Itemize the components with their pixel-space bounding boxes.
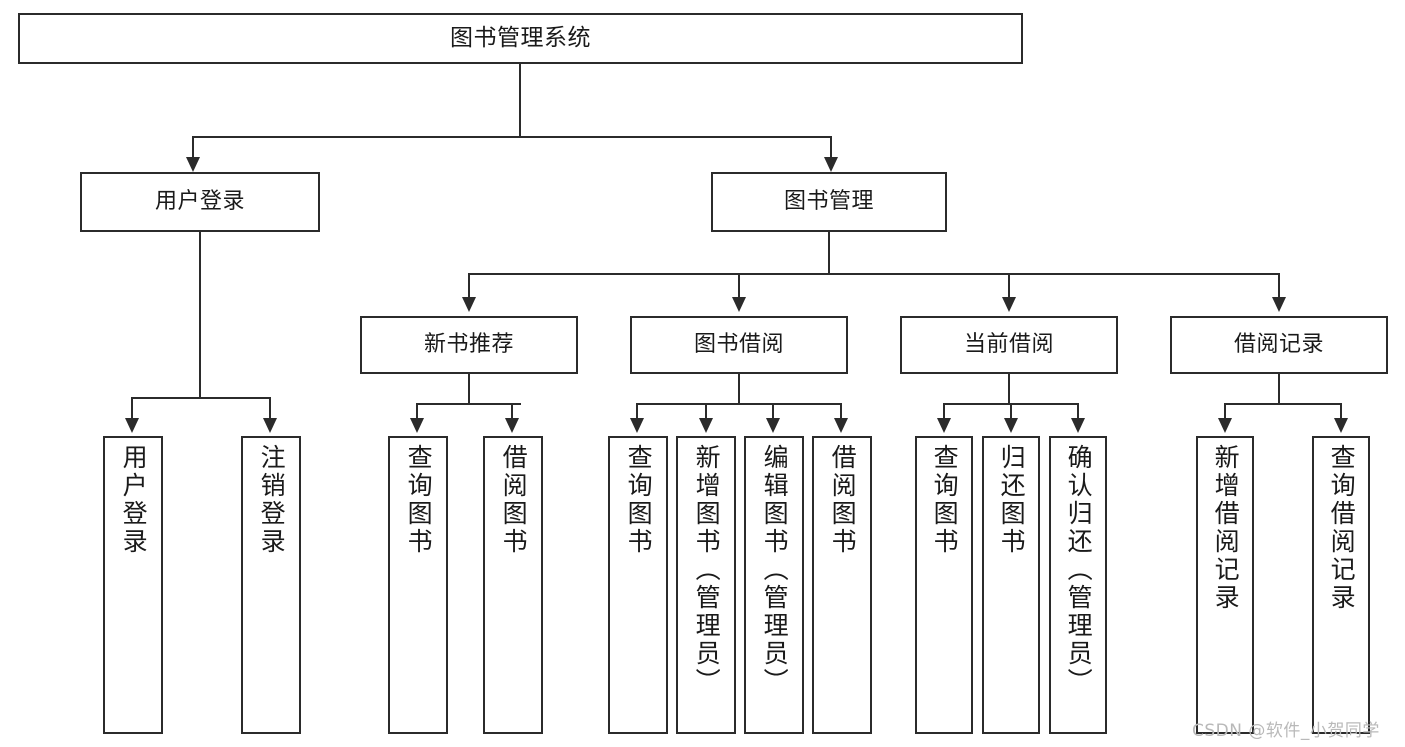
- connector-book-management-bar: [468, 273, 1280, 275]
- connector-root-to-user-login: [192, 136, 194, 162]
- arrowhead-borrow-record: [1272, 297, 1286, 312]
- node-borrow-record[interactable]: 借阅记录: [1170, 316, 1388, 374]
- connector-book-borrow-stem: [738, 374, 740, 404]
- node-new-book-recommend[interactable]: 新书推荐: [360, 316, 578, 374]
- connector-user-login-drop-2: [269, 397, 271, 420]
- connector-root-bar: [192, 136, 832, 138]
- node-label: 借阅记录: [1233, 332, 1324, 358]
- arrowhead-br-leaf-2: [1334, 418, 1348, 433]
- node-label: 确认归还（管理员）: [1064, 444, 1094, 696]
- connector-user-login-drop-1: [131, 397, 133, 420]
- leaf-book-borrow-borrow-book[interactable]: 借阅图书: [812, 436, 872, 734]
- leaf-user-login[interactable]: 用户登录: [103, 436, 163, 734]
- node-label: 查询图书: [404, 444, 434, 556]
- arrowhead-nb-leaf-1: [410, 418, 424, 433]
- connector-user-login-stem: [199, 232, 201, 398]
- arrowhead-leaf-user-login: [125, 418, 139, 433]
- node-current-borrow[interactable]: 当前借阅: [900, 316, 1118, 374]
- node-label: 新增图书（管理员）: [692, 444, 722, 696]
- leaf-current-borrow-confirm-return-admin[interactable]: 确认归还（管理员）: [1049, 436, 1107, 734]
- node-label: 图书管理系统: [450, 24, 591, 51]
- leaf-new-book-query-book[interactable]: 查询图书: [388, 436, 448, 734]
- node-label: 图书管理: [783, 189, 874, 215]
- node-book-borrow[interactable]: 图书借阅: [630, 316, 848, 374]
- connector-bb-drop-3: [772, 403, 774, 420]
- connector-borrow-record-bar: [1224, 403, 1342, 405]
- arrowhead-user-login: [186, 157, 200, 172]
- arrowhead-cb-leaf-1: [937, 418, 951, 433]
- node-label: 新书推荐: [423, 332, 514, 358]
- arrowhead-new-book: [462, 297, 476, 312]
- node-label: 借阅图书: [499, 444, 529, 556]
- connector-bm-drop-new-book: [468, 273, 470, 299]
- connector-cb-drop-1: [943, 403, 945, 420]
- connector-root-stem: [519, 64, 521, 137]
- arrowhead-cb-leaf-2: [1004, 418, 1018, 433]
- connector-bm-drop-borrow-record: [1278, 273, 1280, 299]
- arrowhead-leaf-logout: [263, 418, 277, 433]
- leaf-book-borrow-edit-book-admin[interactable]: 编辑图书（管理员）: [744, 436, 804, 734]
- connector-new-book-bar: [416, 403, 521, 405]
- node-label: 注销登录: [257, 444, 287, 556]
- node-label: 用户登录: [119, 444, 149, 556]
- connector-cb-drop-3: [1077, 403, 1079, 420]
- node-label: 当前借阅: [963, 332, 1054, 358]
- connector-book-borrow-bar: [636, 403, 842, 405]
- leaf-current-borrow-query-book[interactable]: 查询图书: [915, 436, 973, 734]
- connector-borrow-record-stem: [1278, 374, 1280, 404]
- arrowhead-bb-leaf-3: [766, 418, 780, 433]
- node-label: 新增借阅记录: [1211, 444, 1241, 612]
- arrowhead-br-leaf-1: [1218, 418, 1232, 433]
- node-label: 查询图书: [624, 444, 654, 556]
- node-root-book-management-system[interactable]: 图书管理系统: [18, 13, 1023, 64]
- leaf-book-borrow-add-book-admin[interactable]: 新增图书（管理员）: [676, 436, 736, 734]
- arrowhead-book-management: [824, 157, 838, 172]
- connector-br-drop-1: [1224, 403, 1226, 420]
- node-label: 图书借阅: [693, 332, 784, 358]
- arrowhead-book-borrow: [732, 297, 746, 312]
- node-label: 归还图书: [997, 444, 1027, 556]
- connector-bm-drop-book-borrow: [738, 273, 740, 299]
- connector-bb-drop-1: [636, 403, 638, 420]
- connector-br-drop-2: [1340, 403, 1342, 420]
- node-user-login[interactable]: 用户登录: [80, 172, 320, 232]
- leaf-borrow-record-query-record[interactable]: 查询借阅记录: [1312, 436, 1370, 734]
- node-book-management[interactable]: 图书管理: [711, 172, 947, 232]
- node-label: 编辑图书（管理员）: [760, 444, 790, 696]
- leaf-book-borrow-query-book[interactable]: 查询图书: [608, 436, 668, 734]
- connector-book-management-stem: [828, 232, 830, 274]
- node-label: 查询图书: [930, 444, 960, 556]
- connector-current-borrow-stem: [1008, 374, 1010, 404]
- connector-new-book-drop-2: [511, 403, 513, 420]
- leaf-logout[interactable]: 注销登录: [241, 436, 301, 734]
- arrowhead-bb-leaf-4: [834, 418, 848, 433]
- connector-root-to-book-management: [830, 136, 832, 162]
- arrowhead-nb-leaf-2: [505, 418, 519, 433]
- connector-cb-drop-2: [1010, 403, 1012, 420]
- connector-bb-drop-2: [705, 403, 707, 420]
- node-label: 查询借阅记录: [1327, 444, 1357, 612]
- leaf-new-book-borrow-book[interactable]: 借阅图书: [483, 436, 543, 734]
- arrowhead-bb-leaf-1: [630, 418, 644, 433]
- connector-new-book-stem: [468, 374, 470, 404]
- connector-user-login-bar: [131, 397, 271, 399]
- node-label: 用户登录: [154, 189, 245, 215]
- leaf-borrow-record-add-record[interactable]: 新增借阅记录: [1196, 436, 1254, 734]
- connector-bm-drop-current-borrow: [1008, 273, 1010, 299]
- node-label: 借阅图书: [828, 444, 858, 556]
- connector-new-book-drop-1: [416, 403, 418, 420]
- connector-bb-drop-4: [840, 403, 842, 420]
- arrowhead-bb-leaf-2: [699, 418, 713, 433]
- leaf-current-borrow-return-book[interactable]: 归还图书: [982, 436, 1040, 734]
- arrowhead-cb-leaf-3: [1071, 418, 1085, 433]
- arrowhead-current-borrow: [1002, 297, 1016, 312]
